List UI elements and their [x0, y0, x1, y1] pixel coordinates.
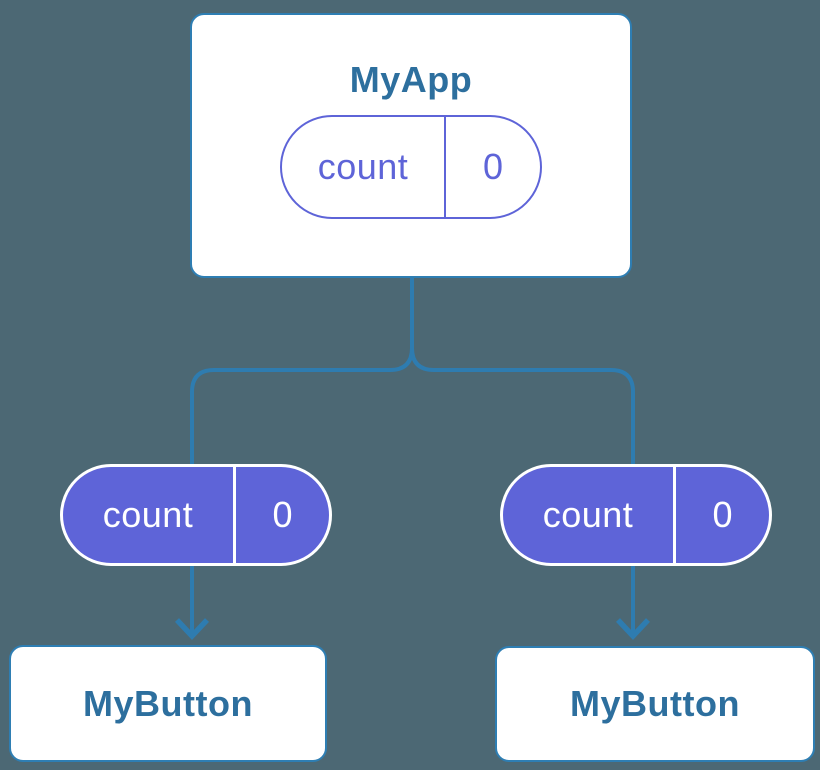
node-title: MyApp — [349, 59, 473, 100]
state-name: count — [542, 494, 634, 535]
component-node-right: MyButton — [495, 646, 815, 762]
state-value: 0 — [444, 117, 540, 218]
arrowhead-left-icon — [174, 618, 210, 641]
node-title: MyButton — [570, 683, 740, 725]
connector-left-branch — [190, 278, 414, 633]
state-name: count — [102, 494, 194, 535]
state-pill-left: count 0 — [60, 464, 332, 566]
connector-right-branch — [410, 278, 635, 633]
state-name: count — [317, 146, 409, 188]
component-node-root: MyApp count 0 — [190, 13, 632, 278]
state-value: 0 — [233, 467, 329, 563]
state-value: 0 — [673, 467, 769, 563]
arrowhead-right-icon — [615, 618, 651, 641]
state-pill-right: count 0 — [500, 464, 772, 566]
state-pill-root: count 0 — [280, 115, 542, 220]
node-title: MyButton — [83, 682, 253, 724]
component-node-left: MyButton — [9, 645, 327, 762]
